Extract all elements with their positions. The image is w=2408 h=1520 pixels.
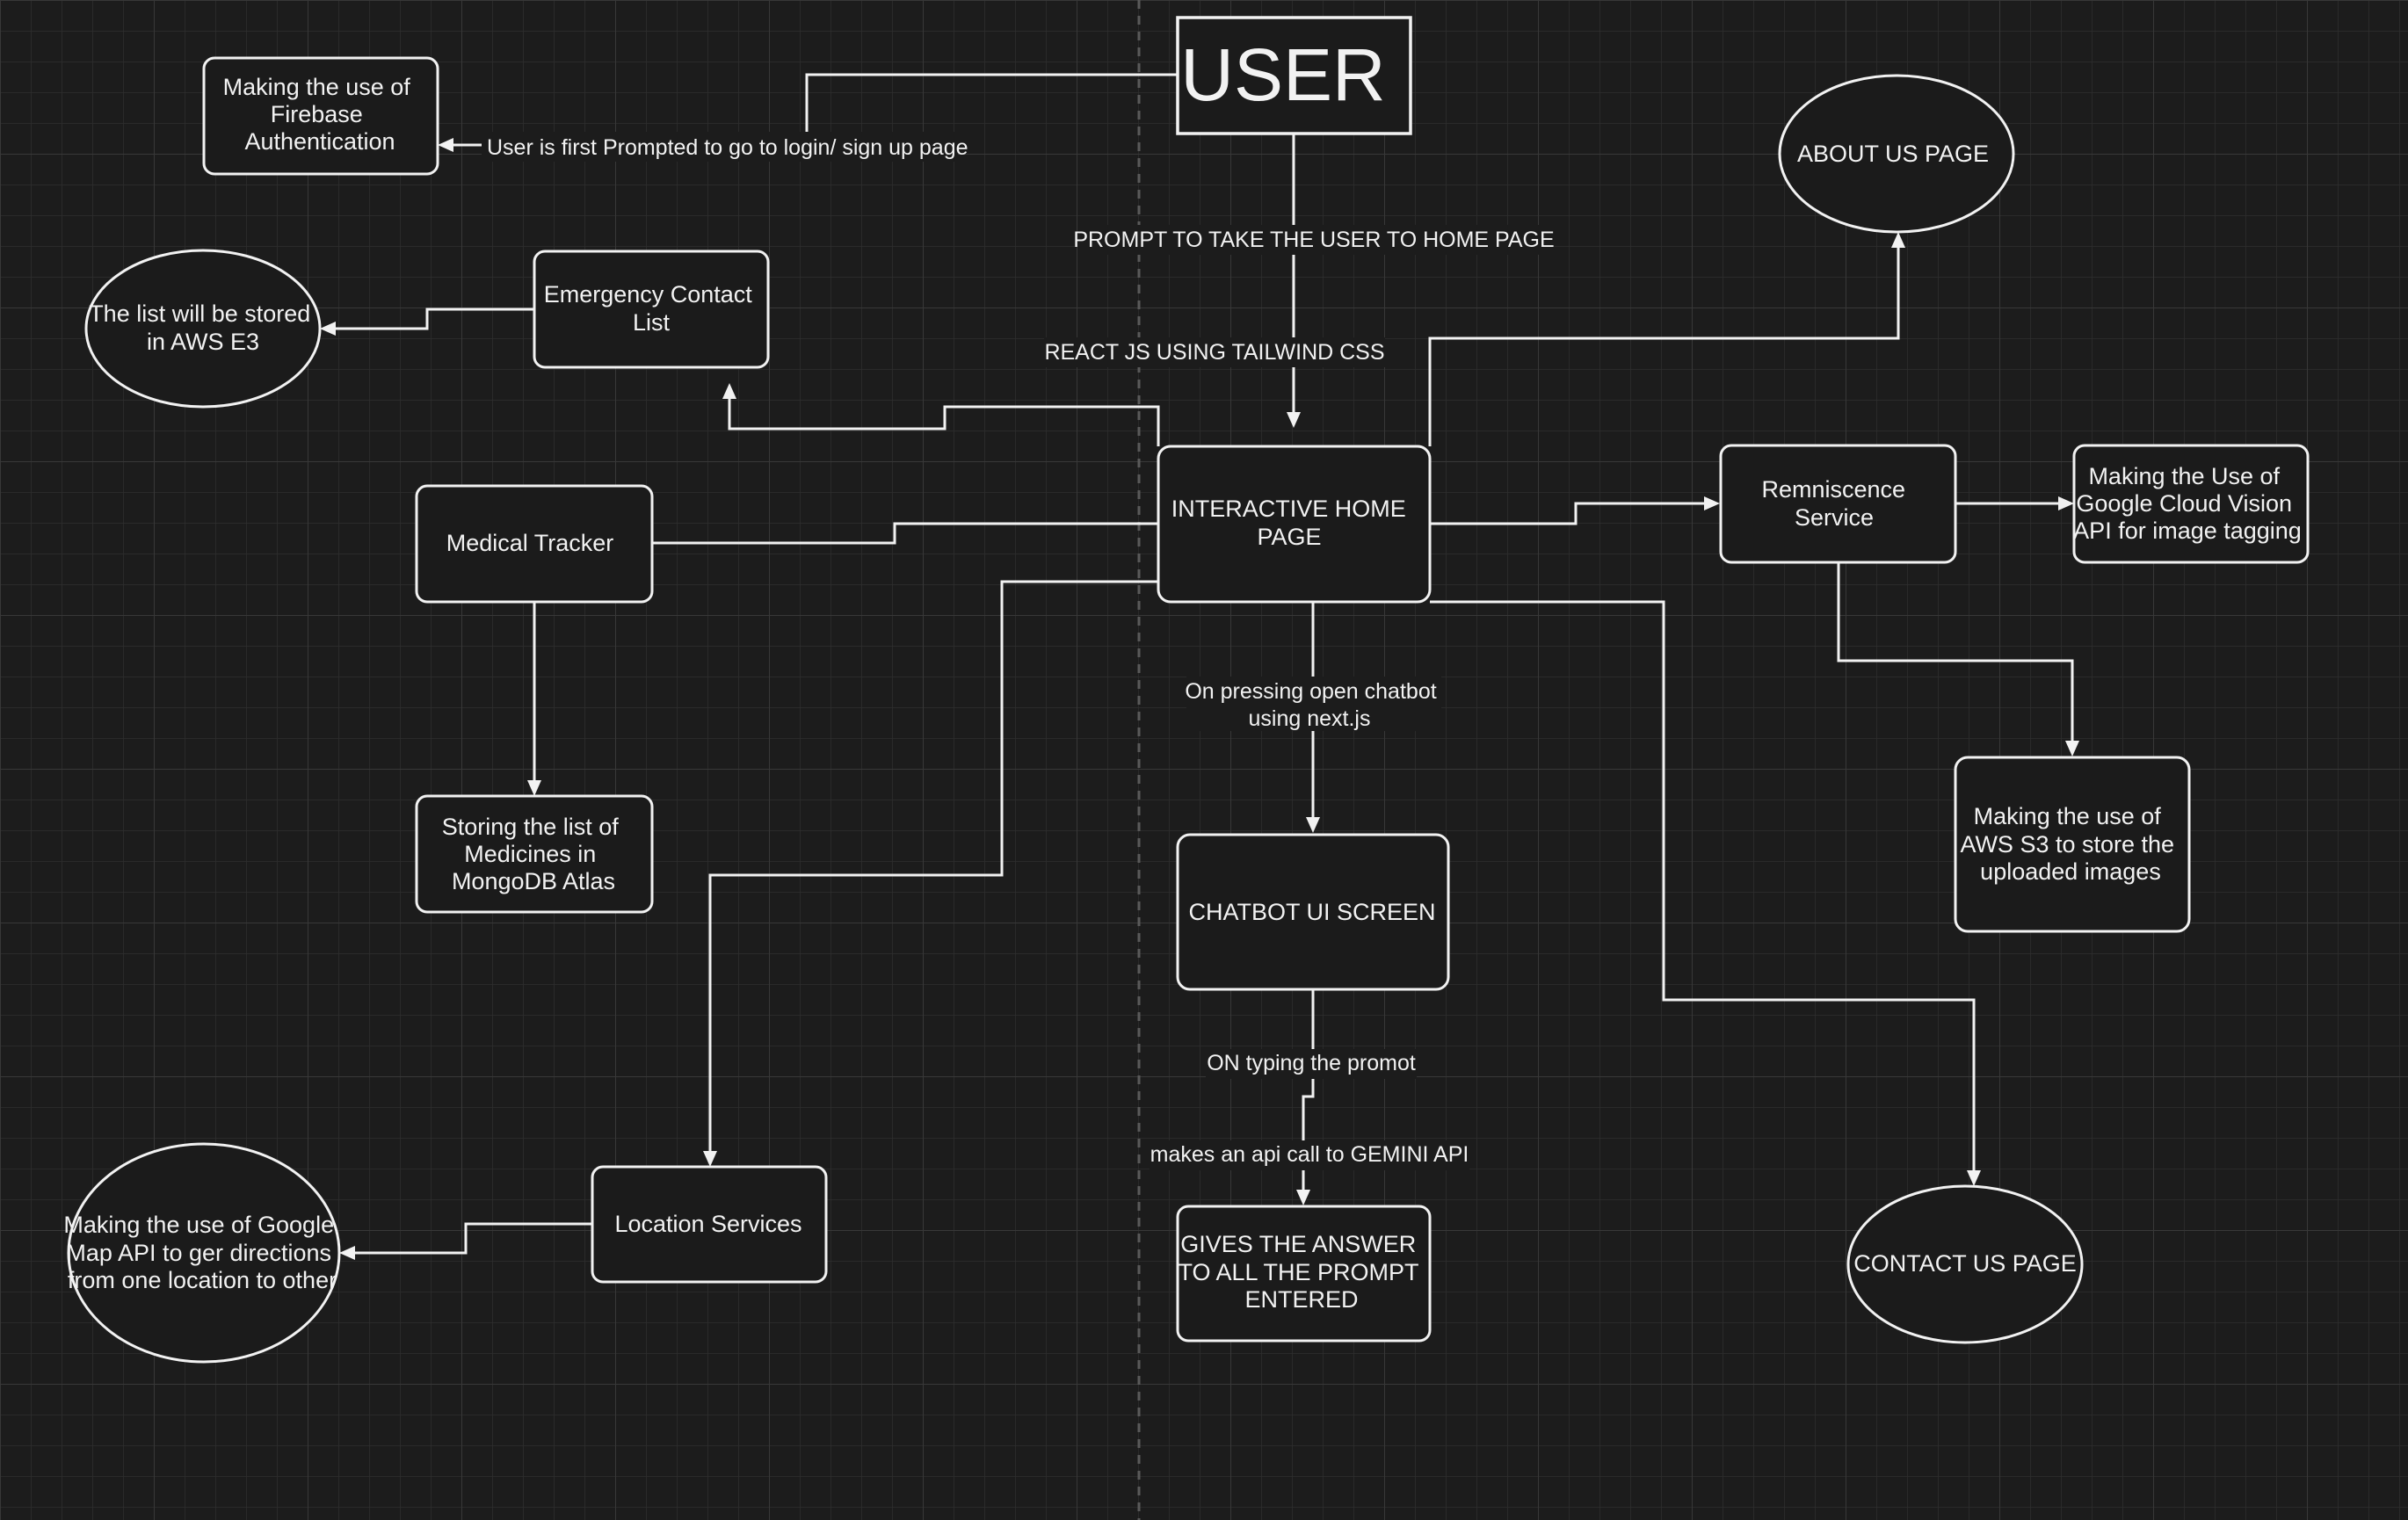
label-home-prompt: PROMPT TO TAKE THE USER TO HOME PAGE bbox=[1073, 228, 1554, 252]
edge-home-to-reminiscence bbox=[1430, 502, 1709, 525]
arrowhead-icon bbox=[438, 138, 453, 152]
label-login-prompt: User is first Prompted to go to login/ s… bbox=[487, 135, 968, 160]
label-gemini-call: makes an api call to GEMINI API bbox=[1150, 1142, 1469, 1167]
arrowhead-icon bbox=[703, 1151, 717, 1167]
node-mongodb-label: Storing the list of Medicines in MongoDB… bbox=[442, 814, 626, 894]
node-aws-e3[interactable]: The list will be stored in AWS E3 bbox=[84, 249, 322, 409]
node-reminiscence[interactable]: Remniscence Service bbox=[1719, 444, 1957, 564]
node-firebase-auth[interactable]: Making the use of Firebase Authenticatio… bbox=[202, 56, 439, 176]
node-google-vision[interactable]: Making the Use of Google Cloud Vision AP… bbox=[2072, 444, 2310, 564]
node-google-maps-label: Making the use of Google Map API to ger … bbox=[63, 1212, 340, 1293]
arrowhead-icon bbox=[527, 780, 541, 796]
arrowhead-icon bbox=[1306, 817, 1320, 833]
node-medical-tracker[interactable]: Medical Tracker bbox=[415, 484, 654, 604]
arrowhead-icon bbox=[1704, 496, 1720, 510]
edge-home-to-emergency bbox=[728, 394, 1160, 446]
node-google-vision-label: Making the Use of Google Cloud Vision AP… bbox=[2073, 463, 2302, 544]
arrowhead-icon bbox=[339, 1246, 355, 1260]
node-about-us-label: ABOUT US PAGE bbox=[1797, 141, 1989, 167]
arrowhead-icon bbox=[1296, 1190, 1310, 1205]
label-react-tailwind: REACT JS USING TAILWIND CSS bbox=[1044, 340, 1384, 365]
node-contact-us[interactable]: CONTACT US PAGE bbox=[1846, 1184, 2084, 1344]
edge-location-to-maps bbox=[350, 1222, 592, 1255]
arrowhead-icon bbox=[2058, 496, 2074, 510]
node-about-us[interactable]: ABOUT US PAGE bbox=[1778, 74, 2015, 234]
edge-reminiscence-to-s3 bbox=[1837, 562, 2074, 746]
arrowhead-icon bbox=[2065, 741, 2079, 756]
arrowhead-icon bbox=[320, 322, 336, 336]
edge-home-to-location bbox=[708, 580, 1158, 1156]
label-typing-prompt: ON typing the promot bbox=[1207, 1051, 1416, 1075]
node-chatbot-ui-label: CHATBOT UI SCREEN bbox=[1188, 899, 1435, 925]
label-open-chatbot: On pressing open chatbot using next.js bbox=[1185, 679, 1442, 731]
node-user[interactable]: USER bbox=[1176, 16, 1412, 135]
arrowhead-icon bbox=[1287, 412, 1301, 428]
edge-labels: User is first Prompted to go to login/ s… bbox=[482, 132, 1555, 1170]
node-location-services-label: Location Services bbox=[614, 1211, 801, 1237]
node-emergency-contact[interactable]: Emergency Contact List bbox=[533, 250, 770, 369]
node-aws-s3[interactable]: Making the use of AWS S3 to store the up… bbox=[1954, 756, 2191, 933]
node-answer[interactable]: GIVES THE ANSWER TO ALL THE PROMPT ENTER… bbox=[1176, 1205, 1432, 1343]
node-aws-s3-label: Making the use of AWS S3 to store the up… bbox=[1960, 803, 2180, 885]
node-mongodb[interactable]: Storing the list of Medicines in MongoDB… bbox=[415, 794, 654, 914]
node-aws-e3-label: The list will be stored in AWS E3 bbox=[89, 300, 317, 355]
edges bbox=[320, 73, 2079, 1260]
node-contact-us-label: CONTACT US PAGE bbox=[1853, 1250, 2077, 1277]
arrowhead-icon bbox=[722, 383, 736, 399]
arrowhead-icon bbox=[1891, 232, 1905, 248]
node-answer-label: GIVES THE ANSWER TO ALL THE PROMPT ENTER… bbox=[1178, 1231, 1425, 1313]
edge-home-to-about bbox=[1428, 242, 1900, 446]
node-interactive-home[interactable]: INTERACTIVE HOME PAGE bbox=[1157, 445, 1432, 604]
node-emergency-contact-label: Emergency Contact List bbox=[544, 281, 759, 336]
node-interactive-home-label: INTERACTIVE HOME PAGE bbox=[1171, 496, 1413, 550]
node-location-services[interactable]: Location Services bbox=[591, 1165, 828, 1284]
node-firebase-auth-label: Making the use of Firebase Authenticatio… bbox=[223, 74, 417, 155]
node-google-maps[interactable]: Making the use of Google Map API to ger … bbox=[63, 1142, 341, 1364]
nodes: USER Making the use of Firebase Authenti… bbox=[63, 16, 2310, 1364]
node-chatbot-ui[interactable]: CHATBOT UI SCREEN bbox=[1176, 833, 1450, 991]
node-user-label: USER bbox=[1180, 33, 1385, 116]
edge-emergency-to-aws-e3 bbox=[330, 308, 534, 330]
node-medical-tracker-label: Medical Tracker bbox=[446, 530, 614, 556]
arrowhead-icon bbox=[1967, 1170, 1981, 1186]
node-reminiscence-label: Remniscence Service bbox=[1761, 476, 1911, 531]
edge-medical-to-home bbox=[652, 522, 1158, 545]
edge-home-to-contact bbox=[1430, 600, 1976, 1176]
